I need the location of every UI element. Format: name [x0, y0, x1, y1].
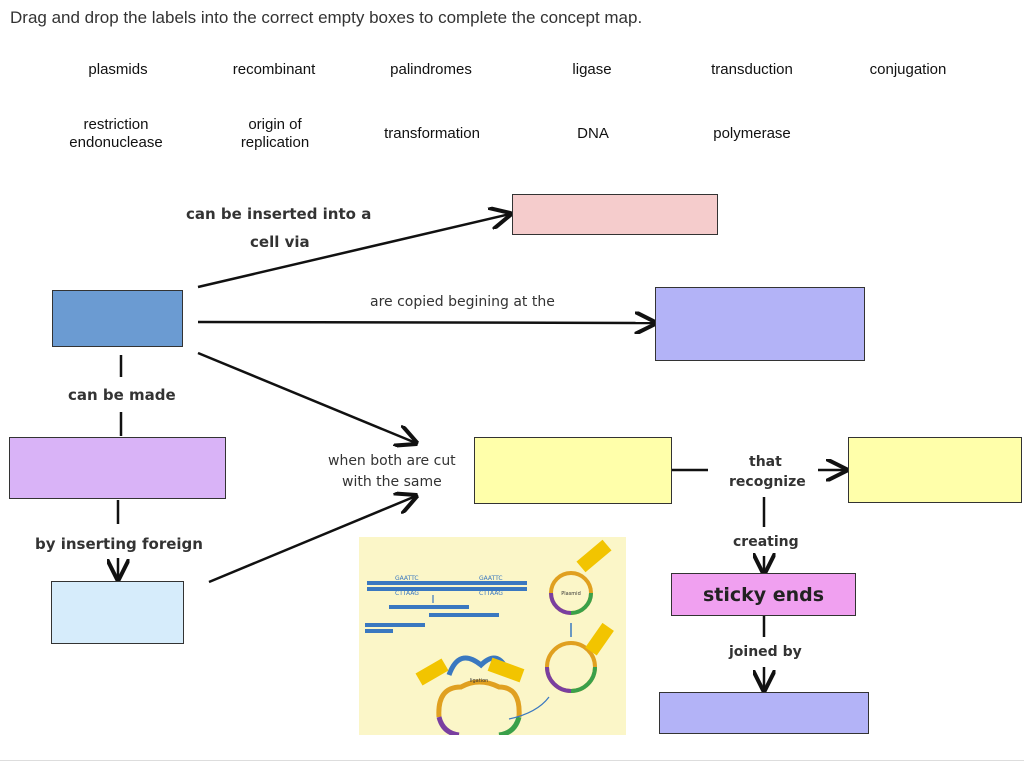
label-line: replication — [240, 134, 310, 151]
drop-box-recognize[interactable] — [848, 437, 1022, 503]
sequence-top-1: GAATTC — [395, 575, 419, 582]
sticky-ends-box: sticky ends — [671, 573, 856, 616]
drop-box-joined-by[interactable] — [659, 692, 869, 734]
sequence-bottom-2: CTTAAG — [479, 590, 503, 597]
drop-box-copy-start[interactable] — [655, 287, 865, 361]
label-restriction-endonuclease[interactable]: restriction endonuclease — [69, 116, 162, 152]
connector-cut-line2: with the same — [342, 474, 442, 490]
drop-box-main-concept[interactable] — [52, 290, 183, 347]
connector-that: that — [749, 454, 782, 470]
plasmid-label: Plasmid — [561, 591, 581, 597]
label-dna[interactable]: DNA — [577, 125, 609, 142]
instructions: Drag and drop the labels into the correc… — [10, 8, 643, 27]
illustration-graphic: GAATTC CTTAAG GAATTC CTTAAG Plasmid liga… — [365, 539, 614, 735]
connector-joined-by: joined by — [729, 644, 802, 660]
connector-cut-line1: when both are cut — [328, 453, 456, 469]
connector-inserting-foreign: by inserting foreign — [35, 535, 203, 553]
sequence-top-2: GAATTC — [479, 575, 503, 582]
label-origin-of-replication[interactable]: origin of replication — [241, 116, 309, 152]
ligation-label: ligation — [470, 678, 489, 684]
label-polymerase[interactable]: polymerase — [713, 125, 791, 142]
label-palindromes[interactable]: palindromes — [390, 61, 472, 78]
drop-box-cut-with[interactable] — [474, 437, 672, 504]
label-transformation[interactable]: transformation — [384, 125, 480, 142]
restriction-enzyme-illustration: GAATTC CTTAAG GAATTC CTTAAG Plasmid liga… — [359, 537, 626, 735]
connector-inserted-line1: can be inserted into a — [186, 205, 372, 223]
drop-box-can-be-made[interactable] — [9, 437, 226, 499]
connector-recognize: recognize — [729, 474, 806, 490]
label-transduction[interactable]: transduction — [711, 61, 793, 78]
label-line: restriction — [83, 116, 149, 133]
label-plasmids[interactable]: plasmids — [88, 61, 148, 78]
label-conjugation[interactable]: conjugation — [869, 61, 947, 78]
connector-inserted-line2: cell via — [250, 233, 310, 251]
label-recombinant[interactable]: recombinant — [232, 61, 316, 78]
label-line: endonuclease — [69, 134, 163, 151]
label-ligase[interactable]: ligase — [572, 61, 612, 78]
connector-copied: are copied begining at the — [370, 294, 555, 310]
sequence-bottom-1: CTTAAG — [395, 590, 419, 597]
connector-creating: creating — [733, 534, 799, 550]
drop-box-insertion-method[interactable] — [512, 194, 718, 235]
connector-can-be-made: can be made — [68, 386, 176, 404]
drop-box-foreign[interactable] — [51, 581, 184, 644]
bottom-divider — [0, 760, 1024, 761]
label-line: origin of — [248, 116, 302, 133]
